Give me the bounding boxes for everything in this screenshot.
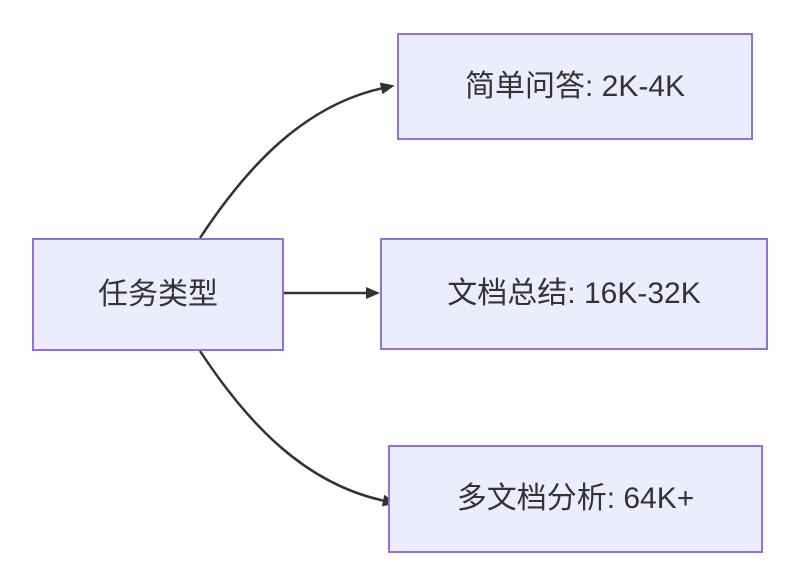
node-task-type-label: 任务类型 — [98, 277, 218, 311]
edge-root-to-multi-doc — [198, 350, 397, 507]
node-simple-qa: 简单问答: 2K-4K — [397, 33, 753, 140]
node-multi-doc: 多文档分析: 64K+ — [388, 445, 763, 553]
node-multi-doc-label: 多文档分析: 64K+ — [456, 482, 695, 515]
node-doc-summary: 文档总结: 16K-32K — [380, 238, 768, 350]
node-doc-summary-label: 文档总结: 16K-32K — [447, 277, 701, 310]
node-task-type: 任务类型 — [32, 238, 284, 351]
edge-root-to-simple-qa — [198, 82, 395, 239]
node-simple-qa-label: 简单问答: 2K-4K — [464, 69, 686, 103]
